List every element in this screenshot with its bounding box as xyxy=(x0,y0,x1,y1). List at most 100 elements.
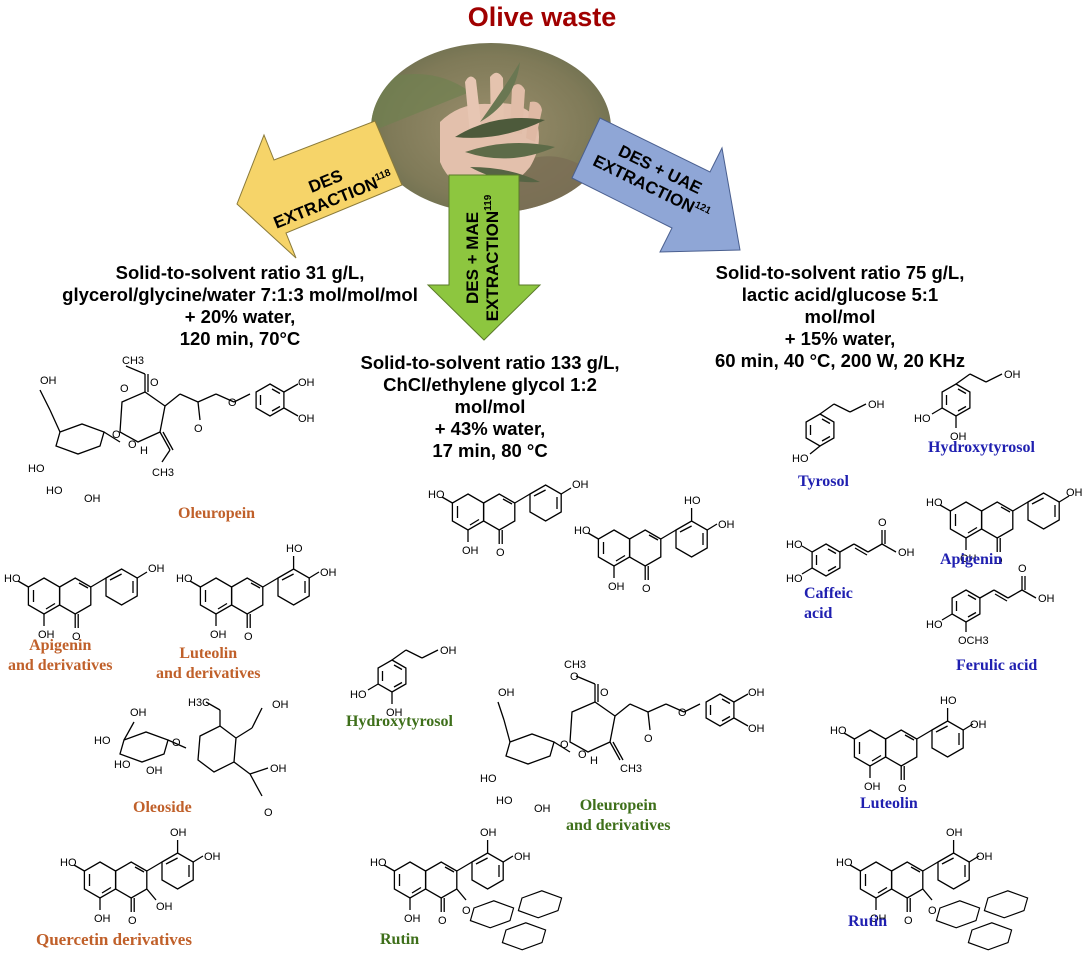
atom-label: HO xyxy=(914,413,931,425)
luteolin-structure-middle xyxy=(587,508,718,581)
atom-label: HO xyxy=(28,463,45,475)
atom-label: O xyxy=(244,631,253,643)
atom-label: O xyxy=(72,631,81,643)
compound-label-rutin-right: Rutin xyxy=(848,913,888,930)
atom-label: H xyxy=(140,445,148,457)
atom-label: OH xyxy=(386,707,403,719)
atom-label: OH xyxy=(156,901,173,913)
atom-label: O xyxy=(642,583,651,595)
condition-line: Solid-to-solvent ratio 133 g/L, xyxy=(360,352,620,373)
hydroxytyrosol-structure-middle xyxy=(367,649,439,704)
compound-label-ferulic-acid: Ferulic acid xyxy=(956,657,1038,674)
des-uae-conditions: Solid-to-solvent ratio 75 g/L, lactic ac… xyxy=(675,262,1005,372)
atom-label: OH xyxy=(572,479,589,491)
atom-label: CH3 xyxy=(122,355,144,367)
condition-line: ChCl/ethylene glycol 1:2 xyxy=(383,374,597,395)
atom-label: OH xyxy=(480,827,497,839)
des-mae-extraction-arrow: DES + MAE EXTRACTION119 xyxy=(426,174,542,341)
atom-label: O xyxy=(898,783,907,795)
atom-label: HO xyxy=(836,857,853,869)
atom-label: OH xyxy=(298,413,315,425)
luteolin-structure-left xyxy=(189,556,320,629)
apigenin-structure-left xyxy=(17,568,148,629)
atom-label: OH xyxy=(498,687,515,699)
mae-arrow-line2: EXTRACTION119 xyxy=(483,194,502,321)
condition-line: Solid-to-solvent ratio 31 g/L, xyxy=(115,262,365,283)
quercetin-structure xyxy=(73,840,204,913)
condition-line: 120 min, 70°C xyxy=(179,328,301,349)
atom-label: OH xyxy=(298,377,315,389)
atom-label: O xyxy=(560,739,569,751)
atom-label: O xyxy=(150,377,159,389)
label-line: and derivatives xyxy=(156,665,261,682)
atom-label: OH xyxy=(404,913,421,925)
compound-label-hydroxytyrosol-middle: Hydroxytyrosol xyxy=(346,713,453,730)
atom-label: HO xyxy=(286,543,303,555)
atom-label: O xyxy=(112,429,121,441)
atom-label: HO xyxy=(496,795,513,807)
atom-label: CH3 xyxy=(564,659,586,671)
condition-line: mol/mol xyxy=(454,396,526,417)
atom-label: OH xyxy=(718,519,735,531)
atom-label: HO xyxy=(926,497,943,509)
atom-label: OH xyxy=(84,493,101,505)
atom-label: OH xyxy=(40,375,57,387)
atom-label: O xyxy=(570,671,579,683)
label-line: and derivatives xyxy=(8,657,113,674)
label-line: Oleuropein xyxy=(579,797,657,814)
atom-label: H3C xyxy=(188,697,210,709)
atom-label: HO xyxy=(114,759,131,771)
compound-label-caffeic-acid: Caffeic acid xyxy=(804,584,853,624)
oleuropein-structure-middle xyxy=(497,675,749,765)
atom-label: O xyxy=(994,555,1003,567)
atom-label: OH xyxy=(960,553,977,565)
label-line: Luteolin xyxy=(179,645,238,662)
atom-label: O xyxy=(194,423,203,435)
mae-arrow-line1: DES + MAE xyxy=(463,212,482,304)
atom-label: OH xyxy=(130,707,147,719)
atom-label: O xyxy=(904,915,913,927)
atom-label: O xyxy=(438,915,447,927)
luteolin-structure-right xyxy=(843,708,974,781)
apigenin-structure-right xyxy=(939,492,1070,553)
condition-line: 60 min, 40 °C, 200 W, 20 KHz xyxy=(714,350,966,371)
atom-label: OH xyxy=(210,629,227,641)
condition-line: glycerol/glycine/water 7:1:3 mol/mol/mol xyxy=(62,284,418,305)
condition-line: + 20% water, xyxy=(184,306,296,327)
atom-label: OCH3 xyxy=(958,635,989,647)
atom-label: OH xyxy=(898,547,915,559)
atom-label: HO xyxy=(684,495,701,507)
atom-label: OH xyxy=(146,765,163,777)
compound-label-luteolin-right: Luteolin xyxy=(860,795,918,812)
label-line: Caffeic xyxy=(804,585,853,602)
atom-label: OH xyxy=(1038,593,1055,605)
atom-label: O xyxy=(496,547,505,559)
atom-label: OH xyxy=(748,723,765,735)
atom-label: OH xyxy=(270,763,287,775)
atom-label: OH xyxy=(868,399,885,411)
des-conditions: Solid-to-solvent ratio 31 g/L, glycerol/… xyxy=(60,262,420,350)
atom-label: O xyxy=(120,383,129,395)
compound-label-oleuropein-middle: Oleuropein and derivatives xyxy=(566,796,670,836)
atom-label: OH xyxy=(534,803,551,815)
atom-label: HO xyxy=(4,573,21,585)
compound-label-rutin-middle: Rutin xyxy=(380,931,420,948)
label-line: Apigenin xyxy=(29,637,92,654)
atom-label: HO xyxy=(94,735,111,747)
atom-label: OH xyxy=(608,581,625,593)
atom-label: OH xyxy=(976,851,993,863)
oleoside-structure xyxy=(119,701,269,797)
atom-label: OH xyxy=(1066,487,1083,499)
atom-label: O xyxy=(264,807,273,819)
atom-label: O xyxy=(1018,563,1027,575)
caffeic-acid-structure xyxy=(801,530,897,577)
atom-label: OH xyxy=(440,645,457,657)
condition-line: + 43% water, xyxy=(434,418,546,439)
atom-label: O xyxy=(128,439,137,451)
ferulic-acid-structure xyxy=(941,576,1037,632)
atom-label: HO xyxy=(60,857,77,869)
oleuropein-structure-left xyxy=(39,365,299,463)
condition-line: 17 min, 80 °C xyxy=(432,440,548,461)
atom-label: O xyxy=(928,905,937,917)
